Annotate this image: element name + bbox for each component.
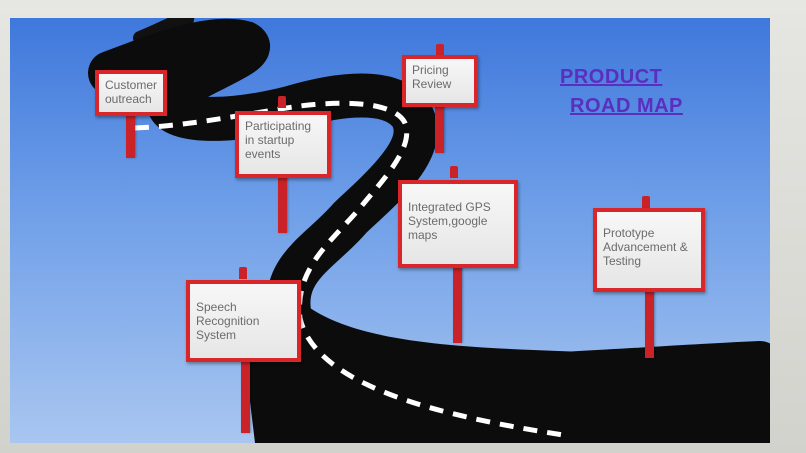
sign-post-startup-events	[278, 168, 287, 233]
sign-label-integrated-gps: Integrated GPS System,google maps	[402, 184, 514, 264]
sign-cap-startup-events	[278, 96, 286, 108]
sign-label-startup-events: Participating in startup events	[239, 115, 327, 174]
sign-label-speech-recognition: Speech Recognition System	[190, 284, 297, 358]
sign-label-customer-outreach: Customer outreach	[99, 74, 163, 112]
sign-label-prototype: Prototype Advancement & Testing	[597, 212, 701, 288]
sign-cap-prototype	[642, 196, 650, 208]
sign-pricing-review: Pricing Review	[402, 55, 478, 107]
sign-post-speech-recognition	[241, 353, 250, 433]
sign-post-integrated-gps	[453, 258, 462, 343]
winding-road	[88, 18, 770, 443]
title-line-1: PRODUCT	[560, 66, 663, 88]
sign-post-customer-outreach	[126, 108, 135, 158]
roadmap-slide: PRODUCT ROAD MAP Customer outreach Prici…	[10, 18, 770, 443]
road-foreground	[240, 308, 770, 443]
sign-customer-outreach: Customer outreach	[95, 70, 167, 116]
sign-speech-recognition-system: Speech Recognition System	[186, 280, 301, 362]
sign-post-prototype	[645, 283, 654, 358]
sign-cap-integrated-gps	[450, 166, 458, 178]
sign-label-pricing-review: Pricing Review	[406, 59, 474, 103]
sign-cap-speech-recognition	[239, 267, 247, 279]
title-line-2: ROAD MAP	[570, 95, 683, 117]
sign-participating-startup-events: Participating in startup events	[235, 111, 331, 178]
sign-integrated-gps: Integrated GPS System,google maps	[398, 180, 518, 268]
sign-post-pricing-review	[435, 103, 444, 153]
sign-prototype-advancement-testing: Prototype Advancement & Testing	[593, 208, 705, 292]
sign-cap-pricing-review	[436, 44, 444, 56]
